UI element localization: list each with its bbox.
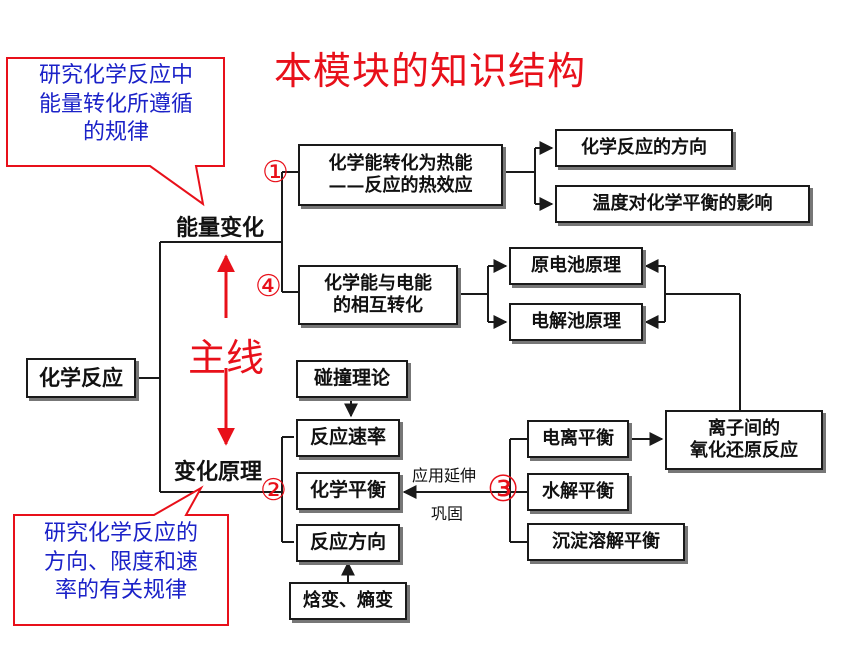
callout-line: 方向、限度和速: [43, 549, 198, 575]
precipitation-equilibrium-box: 沉淀溶解平衡: [527, 523, 685, 561]
electrolytic-cell-box: 电解池原理: [509, 303, 643, 341]
consolidate-label: 巩固: [431, 504, 464, 523]
callout-energy-note: 研究化学反应中 能量转化所遵循 的规律: [10, 62, 222, 148]
galvanic-cell-box: 原电池原理: [509, 247, 643, 285]
box-line: 的相互转化: [333, 295, 423, 316]
box-line: 化学能转化为热能: [328, 152, 473, 174]
reaction-direction-principle-box: 反应方向: [296, 524, 400, 562]
ionization-equilibrium-box: 电离平衡: [527, 420, 629, 458]
callout-principle-note: 研究化学反应的 方向、限度和速 率的有关规律: [16, 520, 226, 606]
chemical-equilibrium-box: 化学平衡: [296, 472, 400, 510]
box-line: 氧化还原反应: [690, 440, 798, 461]
callout-line: 研究化学反应中: [38, 63, 193, 88]
heat-conversion-box: 化学能转化为热能 ——反应的热效应: [298, 144, 503, 206]
temperature-effect-box: 温度对化学平衡的影响: [555, 185, 810, 223]
box-line: 离子间的: [708, 417, 780, 439]
callout-line: 能量转化所遵循: [38, 91, 193, 117]
box-line: 化学能与电能: [324, 272, 432, 294]
enthalpy-entropy-box: 焓变、熵变: [289, 582, 407, 620]
callout-line: 率的有关规律: [54, 578, 187, 604]
marker-two: ②: [260, 473, 287, 508]
root-node: 化学反应: [26, 358, 136, 398]
collision-theory-box: 碰撞理论: [296, 360, 408, 398]
page-title: 本模块的知识结构: [273, 49, 586, 93]
marker-one: ①: [262, 155, 289, 190]
box-line: ——反应的热效应: [328, 175, 473, 196]
energy-branch-label: 能量变化: [176, 215, 265, 241]
principle-branch-label: 变化原理: [174, 459, 263, 485]
main-line-label: 主线: [188, 336, 265, 380]
callout-line: 的规律: [82, 120, 149, 146]
hydrolysis-equilibrium-box: 水解平衡: [527, 473, 629, 511]
reaction-direction-box: 化学反应的方向: [555, 129, 733, 167]
redox-box: 离子间的 氧化还原反应: [665, 410, 823, 470]
marker-three: ③: [487, 469, 520, 510]
reaction-rate-box: 反应速率: [296, 419, 400, 457]
marker-four: ④: [255, 269, 282, 304]
apply-extend-label: 应用延伸: [412, 466, 477, 485]
electric-conversion-box: 化学能与电能 的相互转化: [298, 265, 458, 325]
callout-line: 研究化学反应的: [43, 521, 198, 546]
